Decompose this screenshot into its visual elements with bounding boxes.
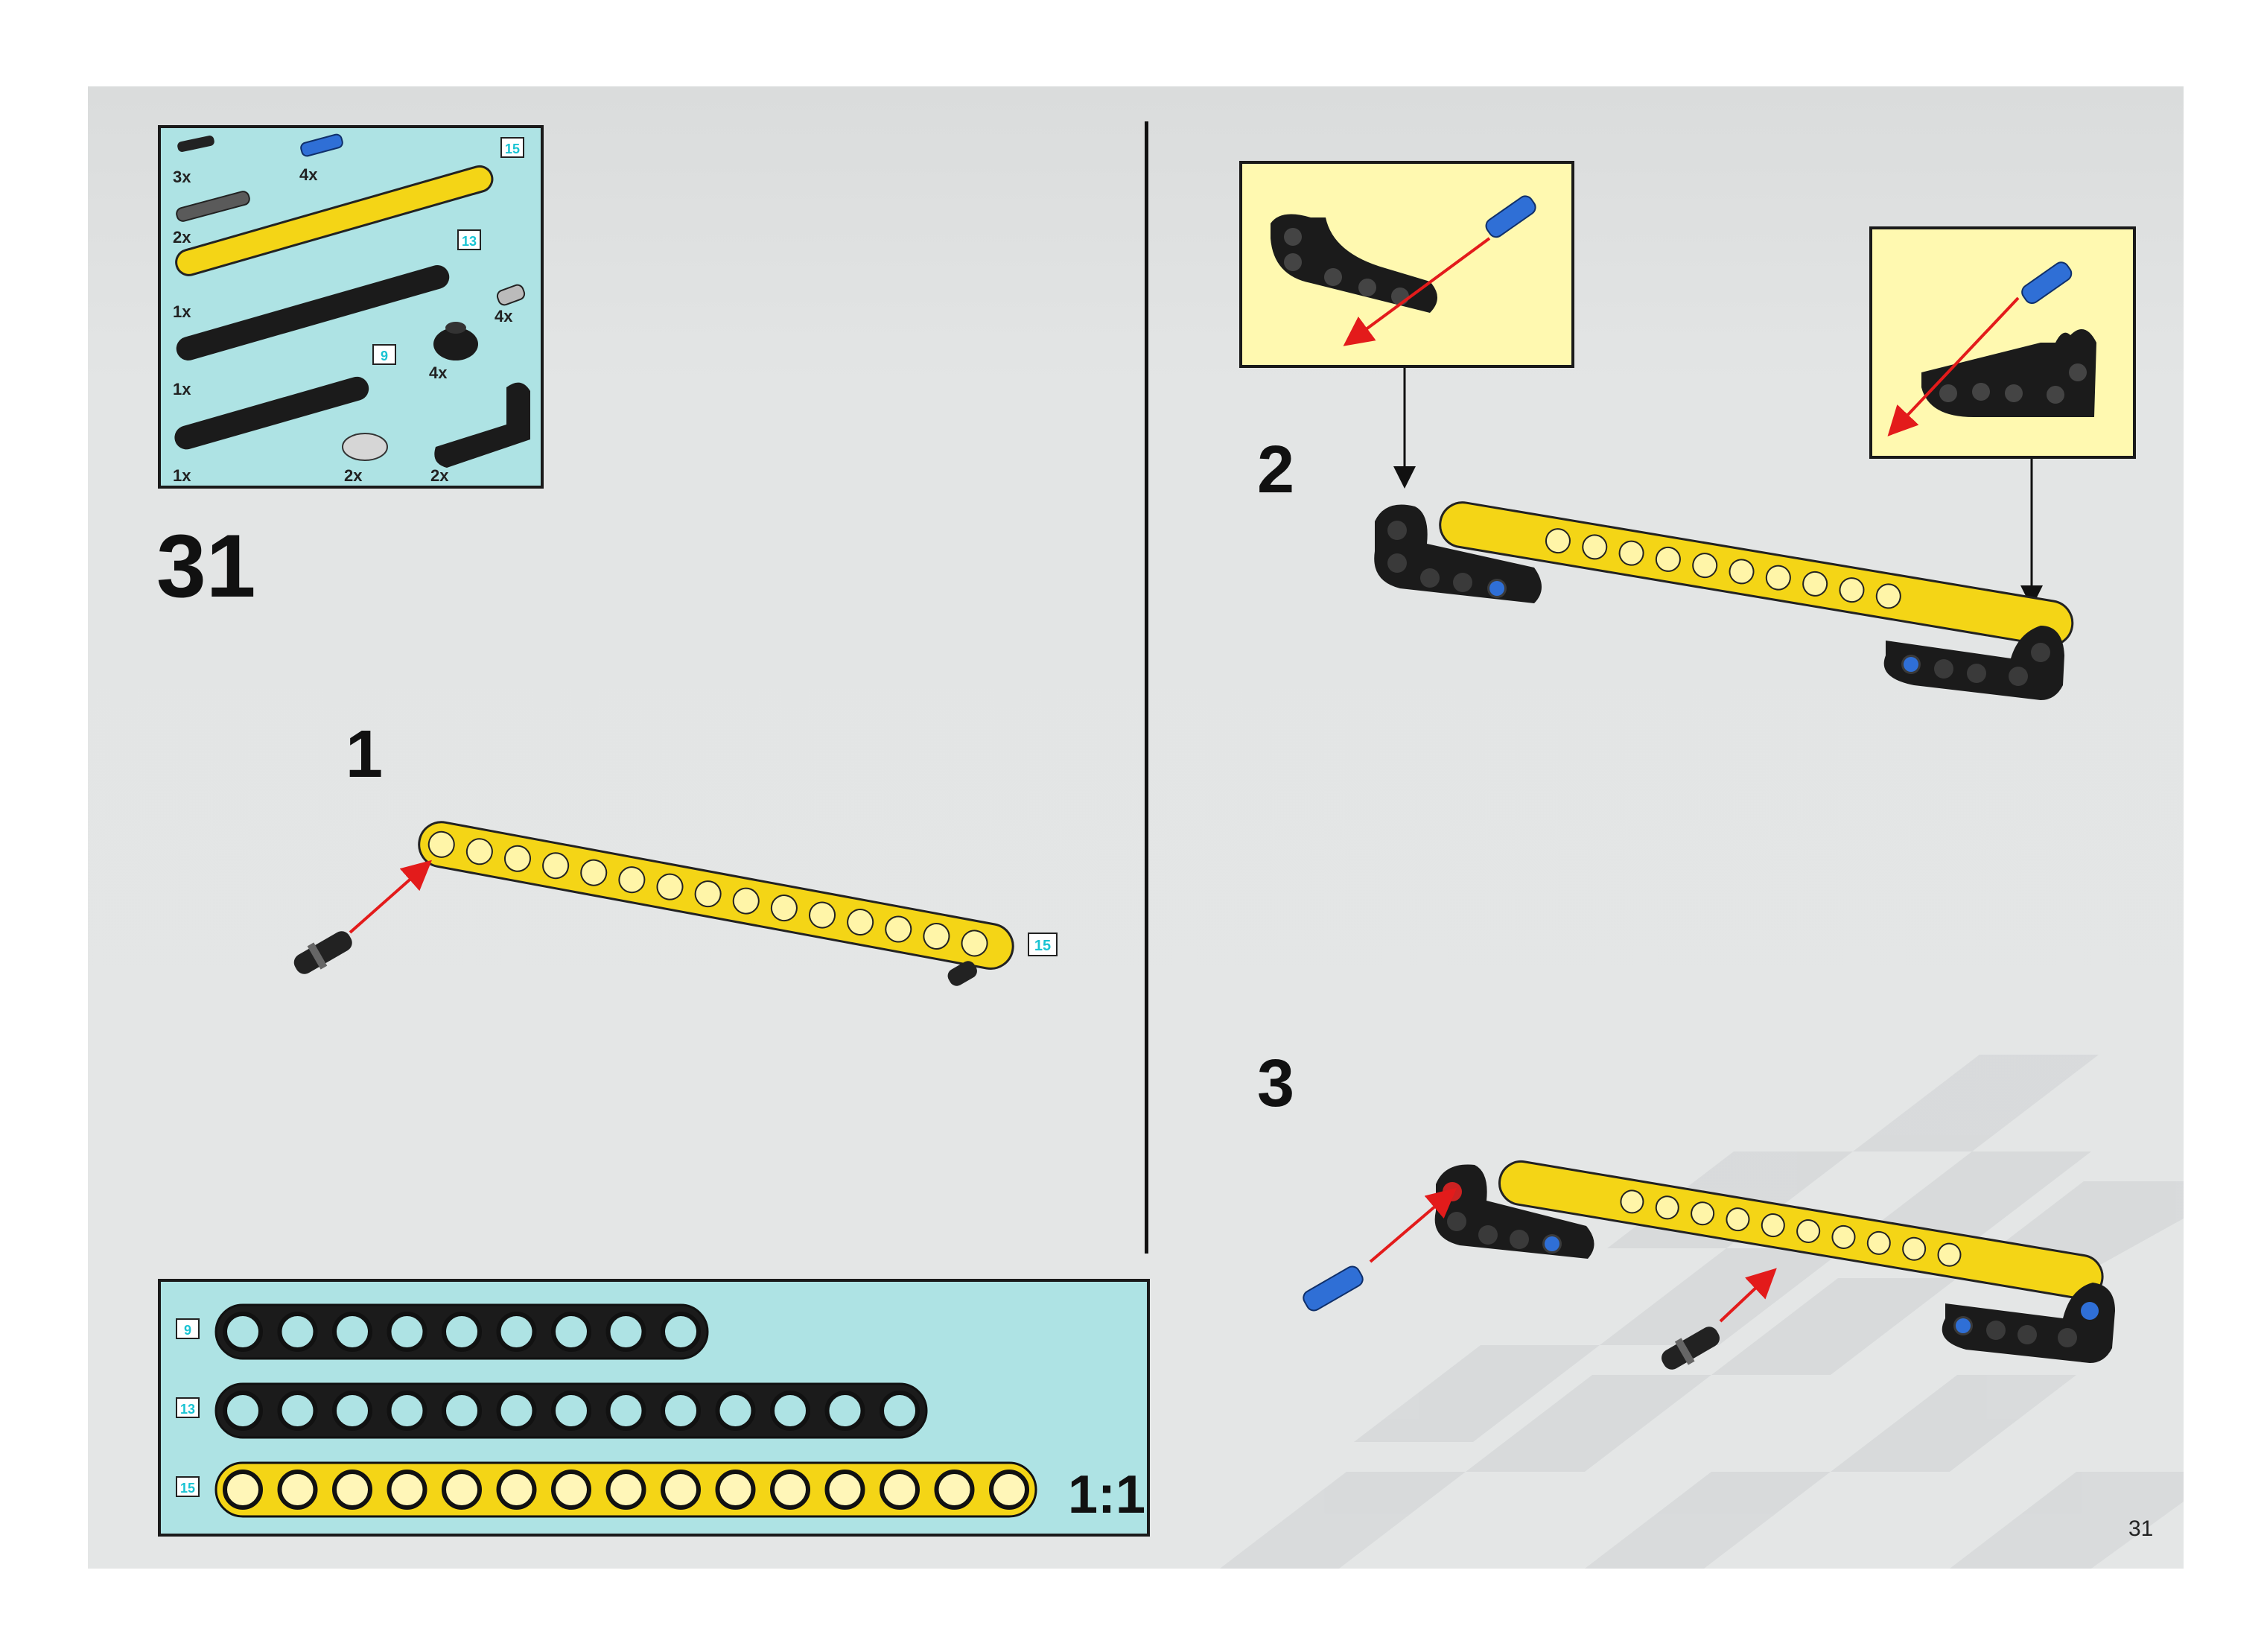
ruler-hole [553, 1393, 589, 1429]
ruler-hole [882, 1393, 918, 1429]
ruler-hole [280, 1314, 316, 1350]
ruler-hole [608, 1393, 644, 1429]
ruler-hole [718, 1472, 754, 1508]
ruler-hole [663, 1472, 699, 1508]
scale-label: 1:1 [1068, 1464, 1145, 1525]
ruler-hole [225, 1393, 261, 1429]
ruler-hole [663, 1393, 699, 1429]
ruler-hole [991, 1472, 1027, 1508]
ruler-hole [334, 1472, 370, 1508]
ruler-hole [663, 1314, 699, 1350]
page-number: 31 [2128, 1516, 2153, 1542]
ruler-hole [334, 1314, 370, 1350]
ruler-hole [280, 1393, 316, 1429]
ruler-hole [389, 1314, 425, 1350]
ruler-label-9: 9 [176, 1318, 200, 1339]
ruler-label-13: 13 [176, 1397, 200, 1418]
ruler-hole [718, 1393, 754, 1429]
ruler-hole [499, 1314, 535, 1350]
ruler-hole [608, 1314, 644, 1350]
ruler-hole [389, 1472, 425, 1508]
ruler-hole [553, 1314, 589, 1350]
ruler-hole [444, 1314, 480, 1350]
ruler-label-15: 15 [176, 1476, 200, 1497]
ruler-hole [280, 1472, 316, 1508]
ruler-hole [444, 1393, 480, 1429]
ruler-hole [225, 1314, 261, 1350]
ruler-hole [827, 1472, 863, 1508]
ruler-hole [772, 1393, 808, 1429]
ruler-hole [882, 1472, 918, 1508]
ruler-hole [444, 1472, 480, 1508]
ruler-hole [937, 1472, 973, 1508]
ruler-hole [772, 1472, 808, 1508]
ruler-hole [499, 1393, 535, 1429]
ruler-hole [827, 1393, 863, 1429]
ruler-hole [225, 1472, 261, 1508]
ruler-hole [389, 1393, 425, 1429]
ruler-hole [608, 1472, 644, 1508]
ruler-hole [499, 1472, 535, 1508]
ruler-hole [334, 1393, 370, 1429]
ruler-hole [553, 1472, 589, 1508]
